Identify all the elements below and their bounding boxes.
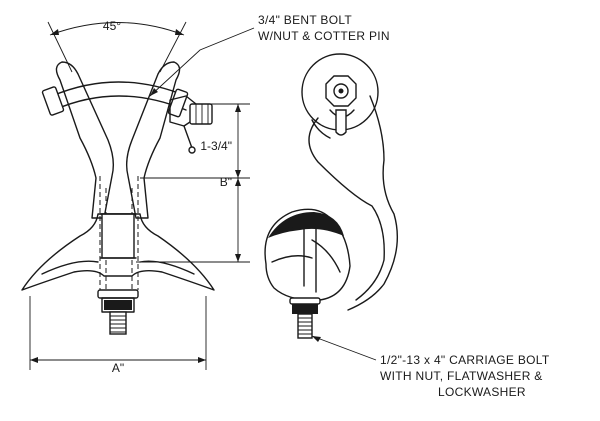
bent-bolt xyxy=(41,81,189,118)
bent-bolt-callout: 3/4" BENT BOLT W/NUT & COTTER PIN xyxy=(149,13,390,97)
front-view: 45° xyxy=(21,19,250,375)
dim-a: A" xyxy=(29,296,207,375)
angle-dimension: 45° xyxy=(47,19,187,73)
carriage-label-2: WITH NUT, FLATWASHER & xyxy=(380,369,543,383)
side-carriage-bolt xyxy=(289,297,321,339)
dim-b-label: B" xyxy=(220,175,232,189)
inner-sleeve xyxy=(101,213,135,259)
side-view xyxy=(264,53,399,339)
bolt-nut xyxy=(169,95,213,154)
carriage-label-1: 1/2"-13 x 4" CARRIAGE BOLT xyxy=(380,353,550,367)
carriage-bolt-callout: 1/2"-13 x 4" CARRIAGE BOLT WITH NUT, FLA… xyxy=(311,335,550,399)
left-arm xyxy=(55,61,115,219)
saddle-body xyxy=(21,213,215,291)
front-carriage-bolt xyxy=(97,289,139,335)
dim-a-label: A" xyxy=(112,361,124,375)
angle-label: 45° xyxy=(103,19,121,33)
dim-small-label: 1-3/4" xyxy=(200,139,232,153)
hook-curve xyxy=(308,117,385,301)
bent-bolt-label-2: W/NUT & COTTER PIN xyxy=(258,29,390,43)
clamp-body xyxy=(264,208,351,301)
carriage-label-3: LOCKWASHER xyxy=(438,385,526,399)
dim-vertical: 1-3/4" B" xyxy=(136,103,250,263)
bent-bolt-label-1: 3/4" BENT BOLT xyxy=(258,13,352,27)
right-arm xyxy=(125,61,181,219)
